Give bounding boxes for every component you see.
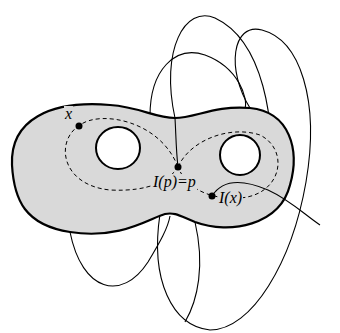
point-label: x (64, 106, 73, 122)
point-label: I(x) (218, 190, 243, 206)
point-label: I(p)=p (152, 174, 197, 190)
